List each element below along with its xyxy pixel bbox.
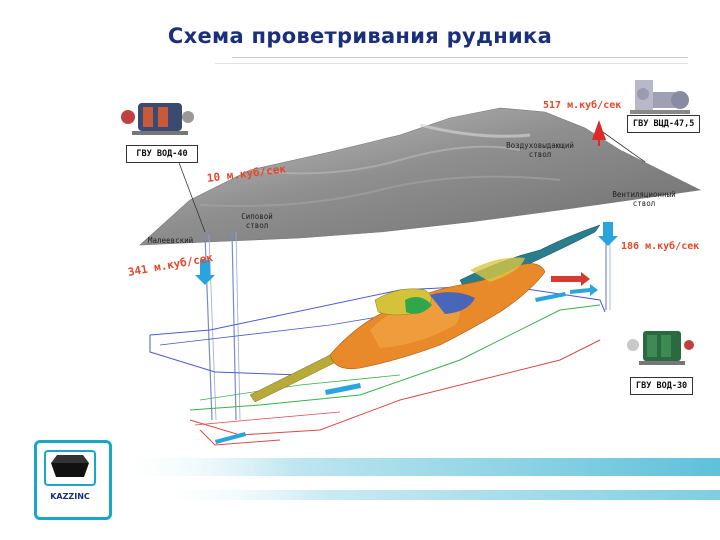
fan-unit-vod40-icon xyxy=(121,103,194,135)
label-maleevsky: Малеевский xyxy=(148,236,194,245)
flow-label-right: 186 м.куб/сек xyxy=(621,241,700,252)
level-green xyxy=(189,304,601,411)
title-divider-secondary xyxy=(215,63,688,64)
exhaust-arrow xyxy=(551,272,590,286)
title-divider xyxy=(232,57,688,58)
footer-bar-2 xyxy=(150,490,720,500)
footer-bar-1 xyxy=(110,458,720,476)
page-title: Схема проветривания рудника xyxy=(167,24,553,48)
fan-unit-vcd475-icon xyxy=(630,80,690,114)
logo-wordmark: KAZZINC xyxy=(50,492,90,501)
kazzinc-logo-icon: KAZZINC xyxy=(44,450,96,501)
shaft-pillar xyxy=(231,231,237,421)
label-air-out-shaft: Воздуховыдающий ствол xyxy=(506,141,574,159)
label-pillar-shaft: Сиповой ствол xyxy=(241,212,273,230)
label-gvu-vcd475: ГВУ ВЦД-47,5 xyxy=(627,115,701,133)
fan-unit-vod30-icon xyxy=(627,331,694,365)
flow-label-top: 517 м.куб/сек xyxy=(543,100,622,111)
label-gvu-vod40: ГВУ ВОД-40 xyxy=(126,145,198,163)
exhaust-arrow-up xyxy=(592,120,606,146)
label-gvu-vod30: ГВУ ВОД-30 xyxy=(630,377,694,395)
label-vent-shaft: Вентиляционный ствол xyxy=(612,190,676,208)
airflow-arrows xyxy=(195,222,618,444)
kazzinc-logo: KAZZINC xyxy=(34,440,112,520)
